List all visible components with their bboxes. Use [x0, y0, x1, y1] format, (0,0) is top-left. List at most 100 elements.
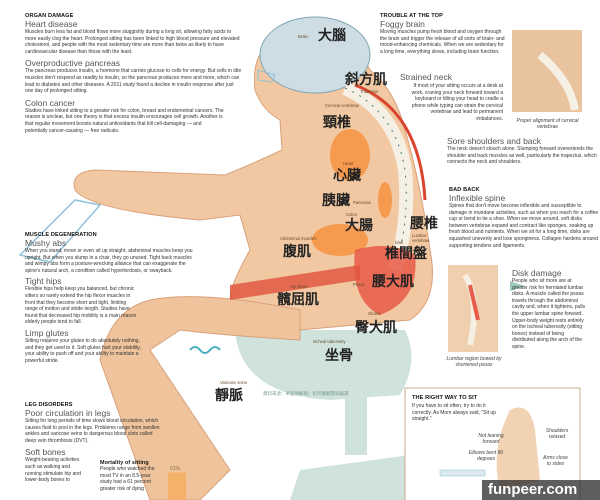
paragraph: The pancreas produces insulin, a hormone… [25, 68, 242, 95]
brain [259, 16, 371, 94]
psoas-muscle [354, 246, 416, 315]
varicose-veins [189, 346, 221, 354]
label-cn-heart: 心臟 [333, 168, 361, 184]
trapezius [354, 83, 427, 201]
paragraph: Studies have linked sitting to a greater… [25, 107, 224, 134]
posture-label: Shoulders relaxed [545, 428, 569, 440]
paragraph: Spines that don't move become inflexible… [449, 203, 599, 249]
heading: Sore shoulders and back [447, 136, 542, 146]
spine-disks [344, 87, 407, 271]
lumbar-psoas [468, 284, 480, 321]
label-cn-ischeal: 坐骨 [325, 348, 353, 364]
label-en-lumbar: Lumbar vertebrae [412, 233, 430, 243]
label-cn-colon: 大腸 [345, 218, 373, 234]
source-credit: 資料來源：華盛頓郵報；紀玲麗翻譯與編譯 [263, 391, 349, 396]
label-en-veins: Varicose veins [220, 380, 247, 385]
keyboard-small [439, 469, 486, 477]
mortality-section: Mortality of sitting People who watched … [100, 460, 162, 492]
label-en-hip-flexor: Hip flexor [290, 284, 308, 289]
paragraph: If you have to sit often, try to do it c… [412, 403, 496, 423]
paragraph: Weight-bearing activities such as walkin… [25, 457, 81, 484]
heading: Soft bones [25, 447, 66, 458]
paragraph: Sitting for long periods of time slows b… [25, 418, 160, 444]
paragraph: Moving muscles pump fresh blood and oxyg… [380, 29, 505, 55]
heading: Disk damage [512, 268, 562, 278]
heading: Poor circulation in legs [25, 408, 111, 418]
heading: Limp glutes [25, 327, 69, 338]
heart [330, 129, 370, 181]
body-legs [99, 296, 301, 500]
section-kicker: BAD BACK [449, 187, 480, 193]
paragraph: People who sit more are at greater risk … [512, 278, 586, 350]
section-kicker: LEG DISORDERS [25, 402, 73, 408]
label-en-colon: Colon [346, 212, 357, 217]
mortality-title: Mortality of sitting [100, 460, 149, 466]
paragraph: If most of your sitting occurs at a desk… [411, 83, 503, 122]
paragraph: Muscles burn less fat and blood flows mo… [25, 29, 240, 55]
heading: Inflexible spine [449, 193, 506, 203]
posture-label: Elbows bent 90 degrees [468, 450, 504, 462]
chair-post [345, 395, 367, 455]
label-en-psoas: Psoas [353, 282, 365, 287]
label-cn-brain: 大腦 [318, 28, 346, 44]
heading: Strained neck [400, 72, 452, 82]
pancreas [378, 182, 392, 218]
colon [312, 224, 368, 256]
heading: Overproductive pancreas [25, 58, 120, 69]
organ-damage-section: ORGAN DAMAGE Heart disease Muscles burn … [25, 13, 243, 134]
label-cn-psoas: 腰大肌 [372, 274, 414, 290]
label-cn-disk: 椎間盤 [385, 246, 427, 262]
label-en-ischeal: Ischeal tuberosity [313, 339, 346, 344]
sore-shoulders-section: Sore shoulders and back The neck doesn't… [447, 136, 597, 166]
posture-label: Arms close to sides [543, 455, 568, 467]
posture-label: Not leaning forward [478, 433, 504, 445]
label-en-glutes: Glutes [368, 311, 381, 316]
leg-disorders-section: LEG DISORDERS Poor circulation in legs S… [25, 402, 165, 484]
chair-base [290, 455, 430, 500]
label-en-heart: Heart [343, 161, 354, 166]
neck-vertebrae [537, 51, 579, 111]
arrow-icon [510, 281, 525, 291]
label-cn-glutes: 臀大肌 [355, 320, 397, 336]
bar-value-label: 61% [170, 466, 181, 472]
label-en-abs: Abdominal muscles [280, 236, 317, 241]
paragraph: When you stand, move or even sit up stra… [25, 248, 193, 274]
image-caption: Proper alignment of cervical vertebrae [516, 118, 579, 130]
watermark: funpeer.com [482, 480, 600, 500]
heading: Colon cancer [25, 97, 76, 108]
label-cn-trapezius: 斜方肌 [345, 72, 387, 88]
mortality-bar [168, 472, 186, 500]
bad-back-section: BAD BACK Inflexible spine Spines that do… [449, 187, 599, 249]
image-caption: Lumbar region bowed by shortened psoas [446, 356, 502, 368]
label-en-pancreas: Pancreas [353, 200, 371, 205]
label-cn-abs: 腹肌 [283, 244, 311, 260]
chair-seat [235, 330, 412, 400]
glasses [257, 69, 276, 83]
label-cn-pancreas: 胰臟 [322, 193, 350, 209]
label-cn-hip-flexor: 髖屈肌 [277, 292, 319, 308]
muscle-degeneration-section: MUSCLE DEGENERATION Mushy abs When you s… [25, 232, 195, 364]
section-kicker: ORGAN DAMAGE [25, 13, 74, 19]
sitting-woman [496, 407, 540, 490]
heading: Heart disease [25, 19, 78, 29]
section-kicker: THE RIGHT WAY TO SIT [412, 395, 478, 401]
label-cn-veins: 靜脈 [215, 388, 243, 404]
paragraph: Flexible hips help keep you balanced, bu… [25, 286, 137, 326]
label-en-trapezius: Trapezius [360, 89, 379, 94]
section-kicker: MUSCLE DEGENERATION [25, 232, 97, 238]
heading: Foggy brain [380, 19, 425, 29]
hip-flexor-muscle [230, 265, 360, 300]
paragraph: People who watched the most TV in an 8.5… [100, 466, 155, 492]
right-way-section: THE RIGHT WAY TO SIT If you have to sit … [412, 395, 502, 423]
trouble-top-section: TROUBLE AT THE TOP Foggy brain Moving mu… [380, 13, 505, 55]
heading: Tight hips [25, 276, 62, 287]
heading: Mushy abs [25, 238, 67, 248]
label-cn-lumbar: 腰椎 [410, 216, 438, 232]
paragraph: The neck doesn't slouch alone. Slumping … [447, 146, 597, 166]
label-en-disk: Disk [395, 240, 404, 245]
label-en-cervical: Cervical vertebrae [325, 103, 359, 108]
keyboard [18, 199, 102, 263]
label-cn-cervical: 頸椎 [323, 115, 351, 131]
disk-damage-section: Disk damage People who sit more are at g… [512, 268, 588, 351]
